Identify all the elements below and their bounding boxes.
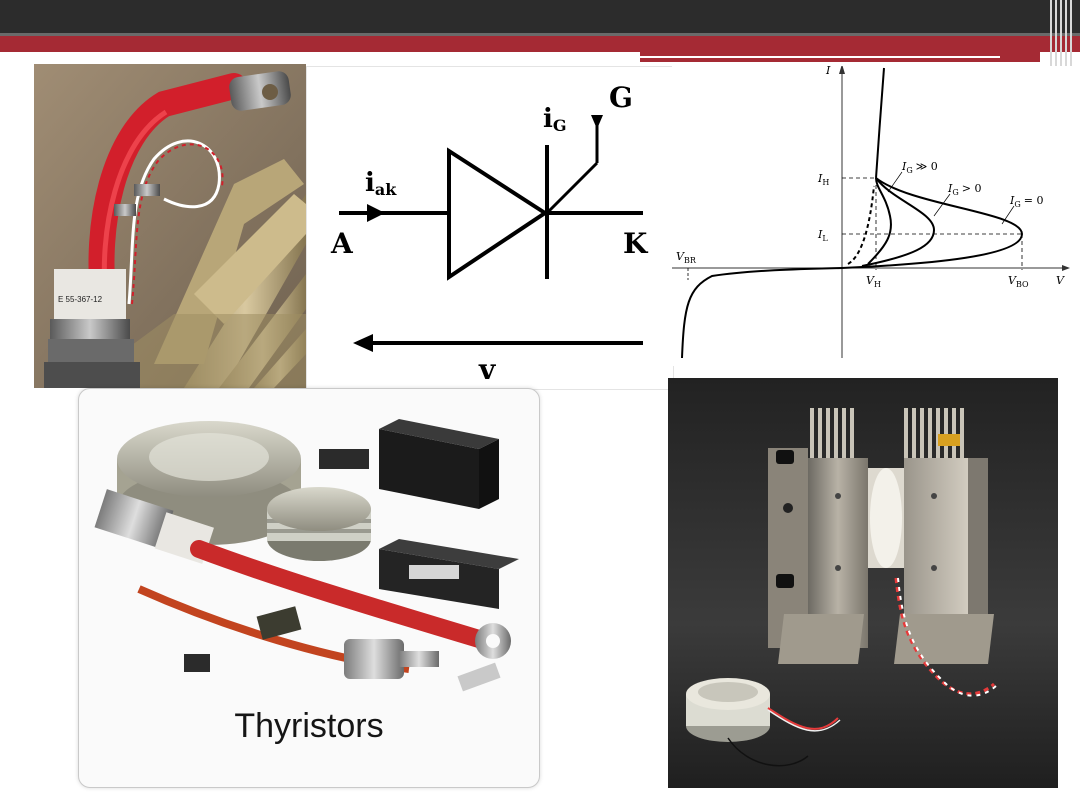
stud-thyristor-photo: E 55-367-12	[34, 64, 306, 388]
corner-stripe	[1050, 0, 1052, 72]
anode-current-label: iak	[365, 168, 397, 199]
anode-terminal-label: A	[330, 227, 354, 260]
curve-label-ig-much-greater: IG≫ 0	[901, 160, 938, 175]
voltage-label: v	[478, 353, 496, 386]
thyristor-assortment-illustration	[94, 419, 519, 692]
corner-stripe	[1060, 0, 1062, 72]
top-banner	[0, 0, 1080, 36]
holding-current-label: IH	[817, 172, 829, 187]
breakdown-voltage-label: VBR	[676, 250, 697, 265]
voltage-axis-label: V	[1056, 274, 1065, 287]
device-part-label: E 55-367-12	[58, 295, 103, 304]
press-pack-assembly-illustration	[668, 378, 1058, 788]
press-pack-assembly-photo	[668, 378, 1058, 788]
corner-stripe	[1055, 0, 1057, 72]
thyristors-caption: Thyristors	[234, 707, 384, 745]
latching-current-label: IL	[817, 228, 828, 243]
iv-characteristic-panel: I V IH IL VBR VH VBO IG≫ 0 IG> 0 IG= 0	[672, 64, 1078, 366]
gate-current-label: iG	[543, 104, 567, 135]
accent-band	[0, 36, 1080, 52]
iv-characteristic-diagram: I V IH IL VBR VH VBO IG≫ 0 IG> 0 IG= 0	[672, 64, 1070, 359]
curve-label-ig-zero: IG= 0	[1009, 194, 1043, 209]
holding-voltage-label: VH	[866, 274, 881, 289]
corner-stripe	[1070, 0, 1072, 72]
breakover-voltage-label: VBO	[1008, 274, 1029, 289]
thyristor-symbol-panel: iak iG G A K v	[306, 66, 674, 390]
stud-thyristor-illustration: E 55-367-12	[34, 64, 306, 388]
gate-terminal-label: G	[609, 81, 633, 114]
current-axis-label: I	[825, 66, 831, 77]
thyristor-symbol: iak iG G A K v	[330, 81, 649, 386]
thyristor-assortment-photo: Thyristors	[78, 388, 540, 788]
accent-line	[640, 56, 1000, 58]
banner-divider	[0, 33, 1080, 36]
cathode-terminal-label: K	[623, 227, 649, 260]
corner-stripe	[1065, 0, 1067, 72]
curve-label-ig-positive: IG> 0	[947, 182, 981, 197]
